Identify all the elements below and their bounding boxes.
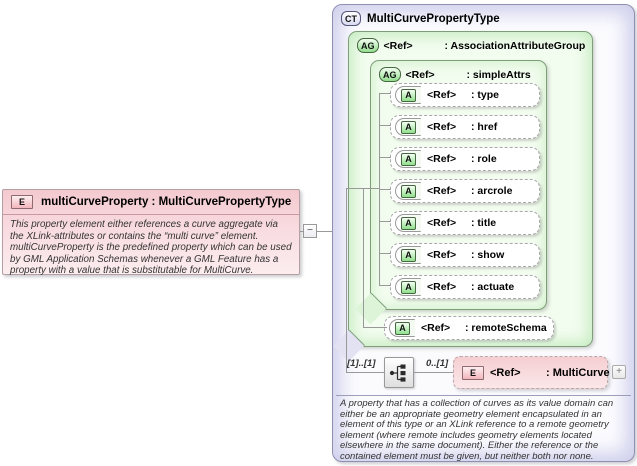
attribute-tab: A [395,182,421,200]
attribute-tab: A [395,118,421,136]
attribute-tab: A [395,278,421,296]
attribute-name: : role [471,153,497,165]
complextype-title: MultiCurvePropertyType [367,12,500,25]
attribute-row-role[interactable]: A <Ref> : role [390,147,540,171]
ref-label: <Ref> [427,217,457,229]
ref-label: <Ref> [421,322,451,334]
tree-line [379,285,391,286]
tree-line [379,189,391,190]
attribute-name: : href [471,121,498,133]
plus-icon: + [616,366,622,377]
attrgroup-badge: AG [379,67,401,82]
attribute-tab: A [395,150,421,168]
attribute-row-type[interactable]: A <Ref> : type [390,83,540,107]
element-name: multiCurveProperty [41,196,149,208]
tree-line [414,372,453,373]
attribute-badge: A [401,248,416,262]
ref-label: <Ref> [427,89,457,101]
complextype-box[interactable]: CT MultiCurvePropertyType AG <Ref> : Ass… [332,4,635,462]
attribute-name: : type [471,89,500,101]
attribute-badge: A [401,280,416,294]
chamfer-corner [355,292,387,325]
collapse-toggle[interactable]: − [303,224,317,238]
attribute-row-arcrole[interactable]: A <Ref> : arcrole [390,179,540,203]
attribute-badge: A [401,120,416,134]
ref-label: <Ref> [427,153,457,165]
attrgroup-name: : AssociationAttributeGroup [444,39,586,52]
ref-label: <Ref> [383,39,413,52]
element-box-multicurveproperty[interactable]: E multiCurveProperty : MultiCurvePropert… [2,189,300,276]
attribute-tab: A [389,319,415,337]
attrgroup-box-simpleattrs[interactable]: AG <Ref> : simpleAttrs A <Ref> : type A … [355,60,547,325]
ref-label: <Ref> [490,366,521,379]
element-box-multicurve[interactable]: E <Ref> : MultiCurve [453,356,610,389]
tree-line [363,188,364,327]
attribute-badge: A [401,152,416,166]
expand-button[interactable]: + [612,365,626,379]
attribute-tab: A [395,246,421,264]
attribute-name: : arcrole [471,185,513,197]
attribute-name: : show [471,249,505,261]
sequence-cardinality: [1]..[1] [347,358,376,369]
element-badge: E [11,195,33,209]
complextype-badge: CT [341,11,361,26]
tree-line [346,188,379,189]
attribute-tab: A [395,86,421,104]
ref-label: <Ref> [427,249,457,261]
attrgroup-name: : simpleAttrs [466,68,531,81]
attribute-badge: A [401,88,416,102]
attribute-name: : remoteSchema [465,322,547,334]
ref-label: <Ref> [405,68,435,81]
element-type: : MultiCurvePropertyType [148,196,292,208]
ref-label: <Ref> [427,121,457,133]
attrgroup-header: AG <Ref> : simpleAttrs [371,61,546,82]
element-header: E multiCurveProperty : MultiCurvePropert… [3,190,299,215]
attribute-row-href[interactable]: A <Ref> : href [390,115,540,139]
element-badge: E [462,365,484,380]
attrgroup-badge: AG [357,38,379,53]
attribute-row-remoteschema[interactable]: A <Ref> : remoteSchema [384,316,554,340]
attribute-badge: A [395,321,410,335]
chamfer-corner [333,329,365,362]
annotation-separator [336,395,631,396]
attribute-row-title[interactable]: A <Ref> : title [390,211,540,235]
complextype-annotation: A property that has a collection of curv… [340,398,614,462]
attribute-badge: A [401,184,416,198]
tree-line [379,157,391,158]
tree-line [346,188,347,373]
complextype-header: CT MultiCurvePropertyType [341,11,500,26]
ref-label: <Ref> [427,185,457,197]
tree-line [363,327,387,328]
tree-line [379,125,391,126]
child-cardinality: 0..[1] [426,358,449,369]
connector-line [317,231,332,232]
element-title: multiCurveProperty : MultiCurvePropertyT… [41,196,291,208]
attrgroup-box-associationattributegroup[interactable]: AG <Ref> : AssociationAttributeGroup AG … [333,31,593,362]
sequence-compositor[interactable] [384,357,414,388]
attribute-row-show[interactable]: A <Ref> : show [390,243,540,267]
attribute-badge: A [401,216,416,230]
attribute-name: : actuate [471,281,515,293]
attrgroup-header: AG <Ref> : AssociationAttributeGroup [349,32,592,53]
attribute-name: : title [471,217,497,229]
tree-line [379,93,391,94]
element-annotation: This property element either references … [10,219,292,276]
ref-label: <Ref> [427,281,457,293]
tree-line [346,372,384,373]
connector-line [300,231,303,232]
sequence-icon [389,364,406,382]
minus-icon: − [307,225,313,236]
tree-line [379,221,391,222]
attribute-row-actuate[interactable]: A <Ref> : actuate [390,275,540,299]
tree-line [379,253,391,254]
attribute-tab: A [395,214,421,232]
element-name: : MultiCurve [546,366,610,379]
